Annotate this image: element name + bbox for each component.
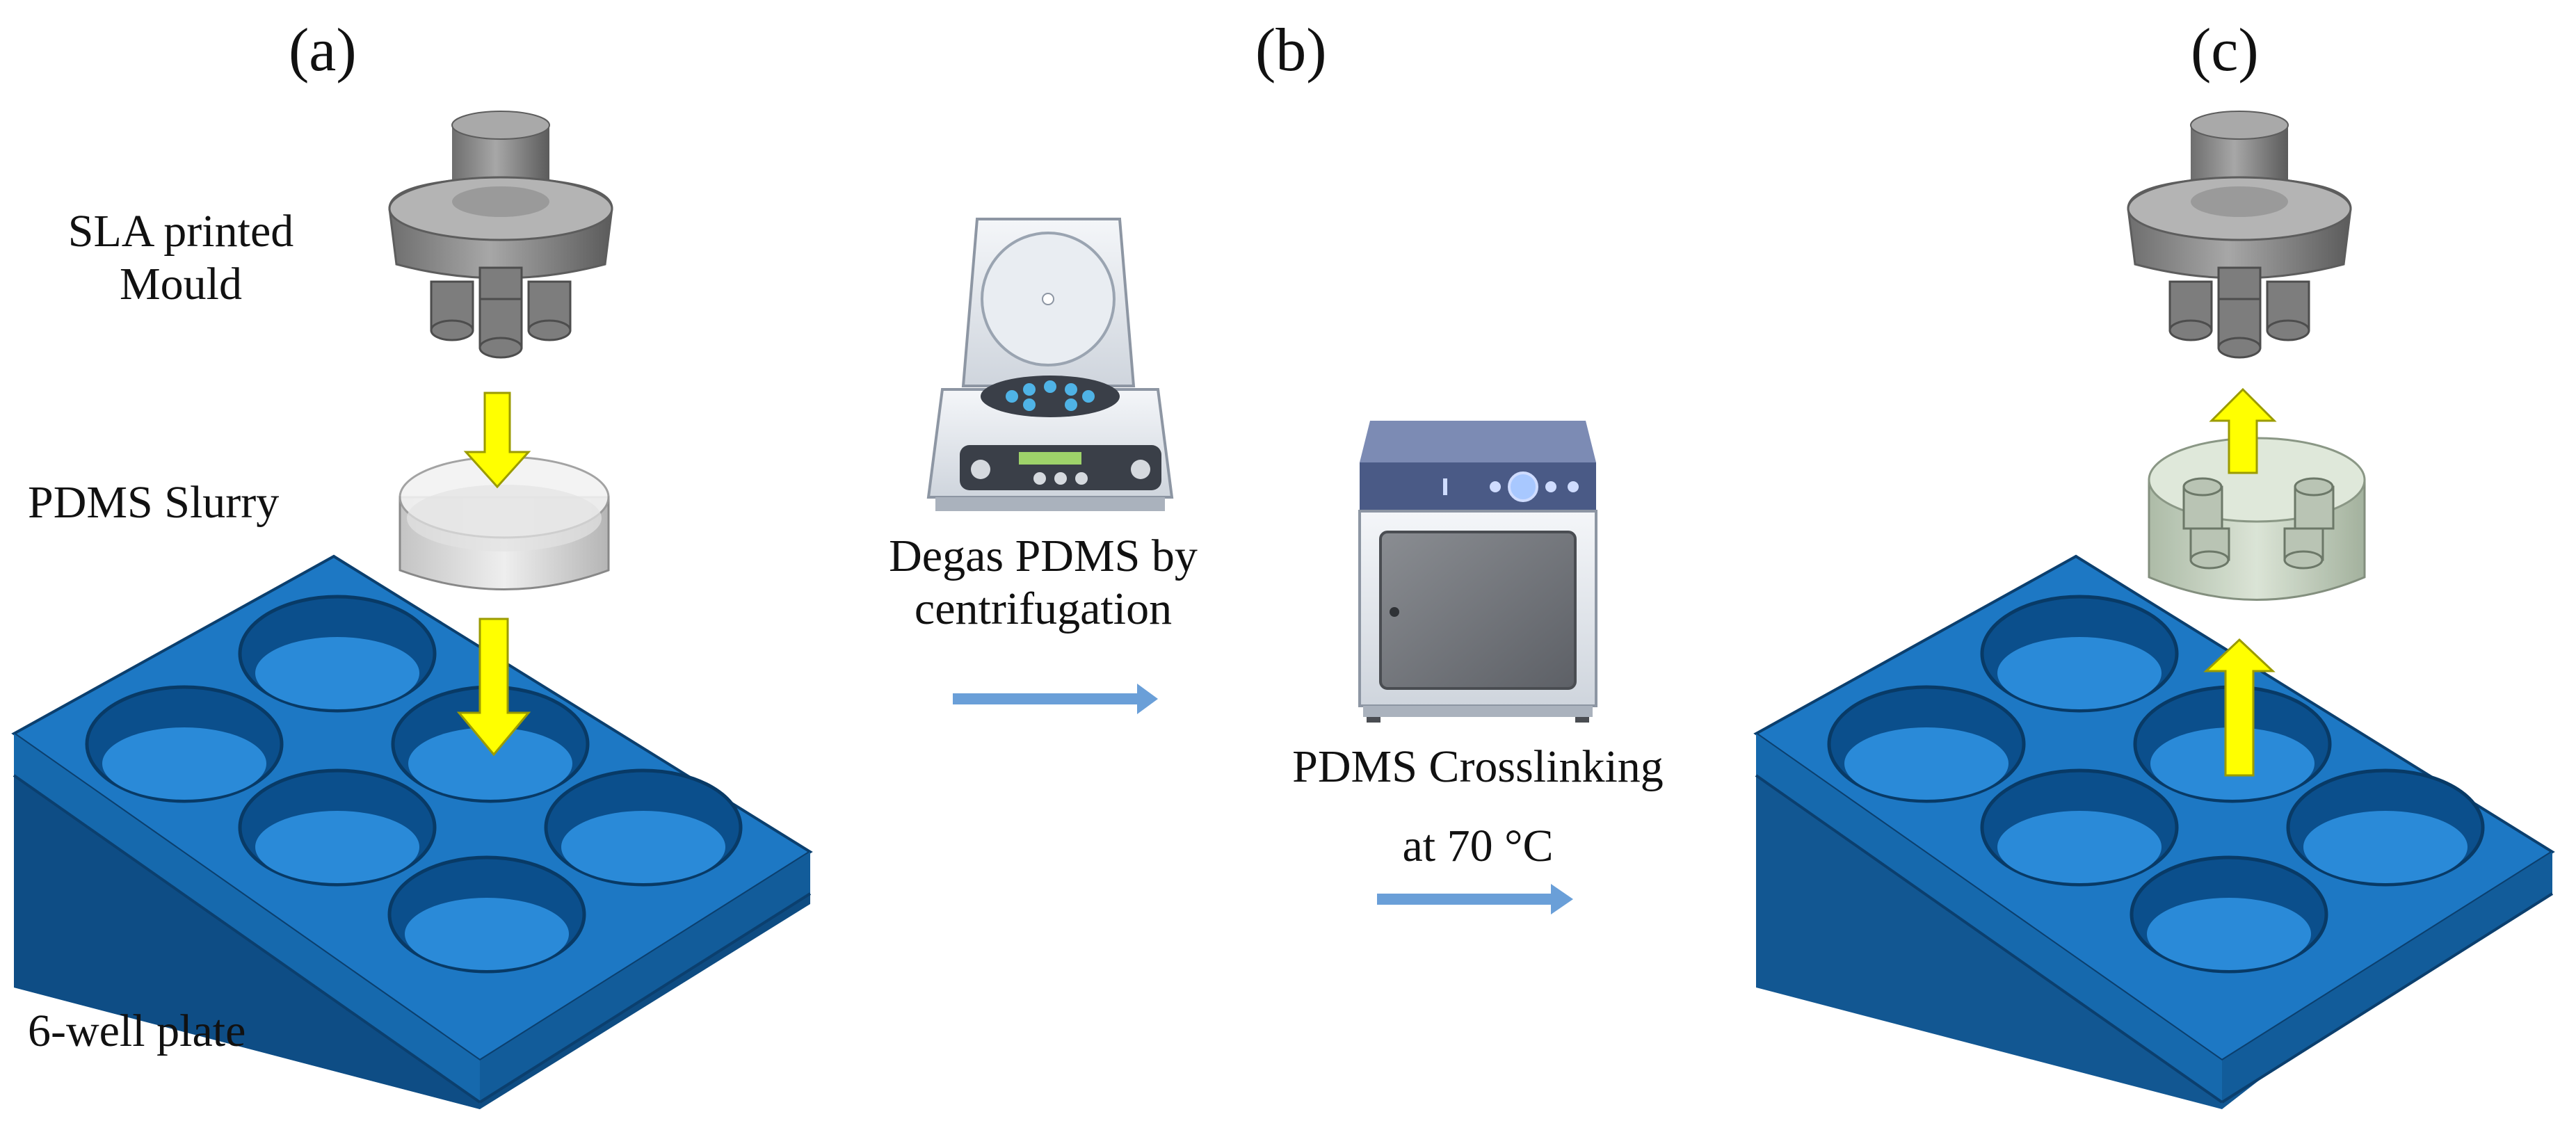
well (2130, 855, 2328, 974)
yellow-down-arrow-icon (463, 392, 531, 489)
mould-label: SLA printed Mould (28, 205, 334, 311)
mould-label-line2: Mould (119, 258, 243, 309)
crosslink-label-line1: PDMS Crosslinking (1292, 741, 1664, 792)
well (2286, 768, 2485, 887)
yellow-up-arrow-icon (2209, 387, 2277, 474)
panel-label-a: (a) (289, 17, 357, 84)
pdms-dish-icon (399, 455, 610, 590)
well (238, 595, 437, 713)
well (85, 685, 284, 803)
well (1980, 768, 2179, 887)
panel-label-b: (b) (1255, 17, 1327, 84)
crosslink-label-line2: at 70 °C (1402, 820, 1554, 871)
well (1827, 685, 2026, 803)
centrifuge-icon (926, 218, 1174, 511)
panel-label-c: (c) (2191, 17, 2259, 84)
mould-icon (2127, 111, 2352, 359)
degas-label-line2: centrifugation (914, 583, 1173, 634)
well (1980, 595, 2179, 713)
yellow-up-arrow-icon (2203, 638, 2276, 777)
oven-icon (1358, 421, 1597, 723)
flow-arrow-icon (953, 684, 1158, 714)
well-plate-icon (11, 554, 813, 1109)
mould-label-line1: SLA printed (67, 206, 294, 257)
flow-arrow-icon (1377, 884, 1573, 914)
yellow-down-arrow-icon (456, 618, 531, 757)
plate-label: 6-well plate (28, 1006, 246, 1056)
crosslink-label: PDMS Crosslinking at 70 °C (1214, 741, 1742, 873)
degas-label: Degas PDMS by centrifugation (835, 530, 1252, 636)
mould-icon (388, 111, 613, 359)
well (238, 768, 437, 887)
well (544, 768, 743, 887)
well-plate-icon (1753, 554, 2555, 1109)
pdms-dish-icon (2148, 437, 2366, 601)
well (387, 855, 586, 974)
slurry-label: PDMS Slurry (28, 477, 280, 528)
degas-label-line1: Degas PDMS by (889, 531, 1198, 581)
